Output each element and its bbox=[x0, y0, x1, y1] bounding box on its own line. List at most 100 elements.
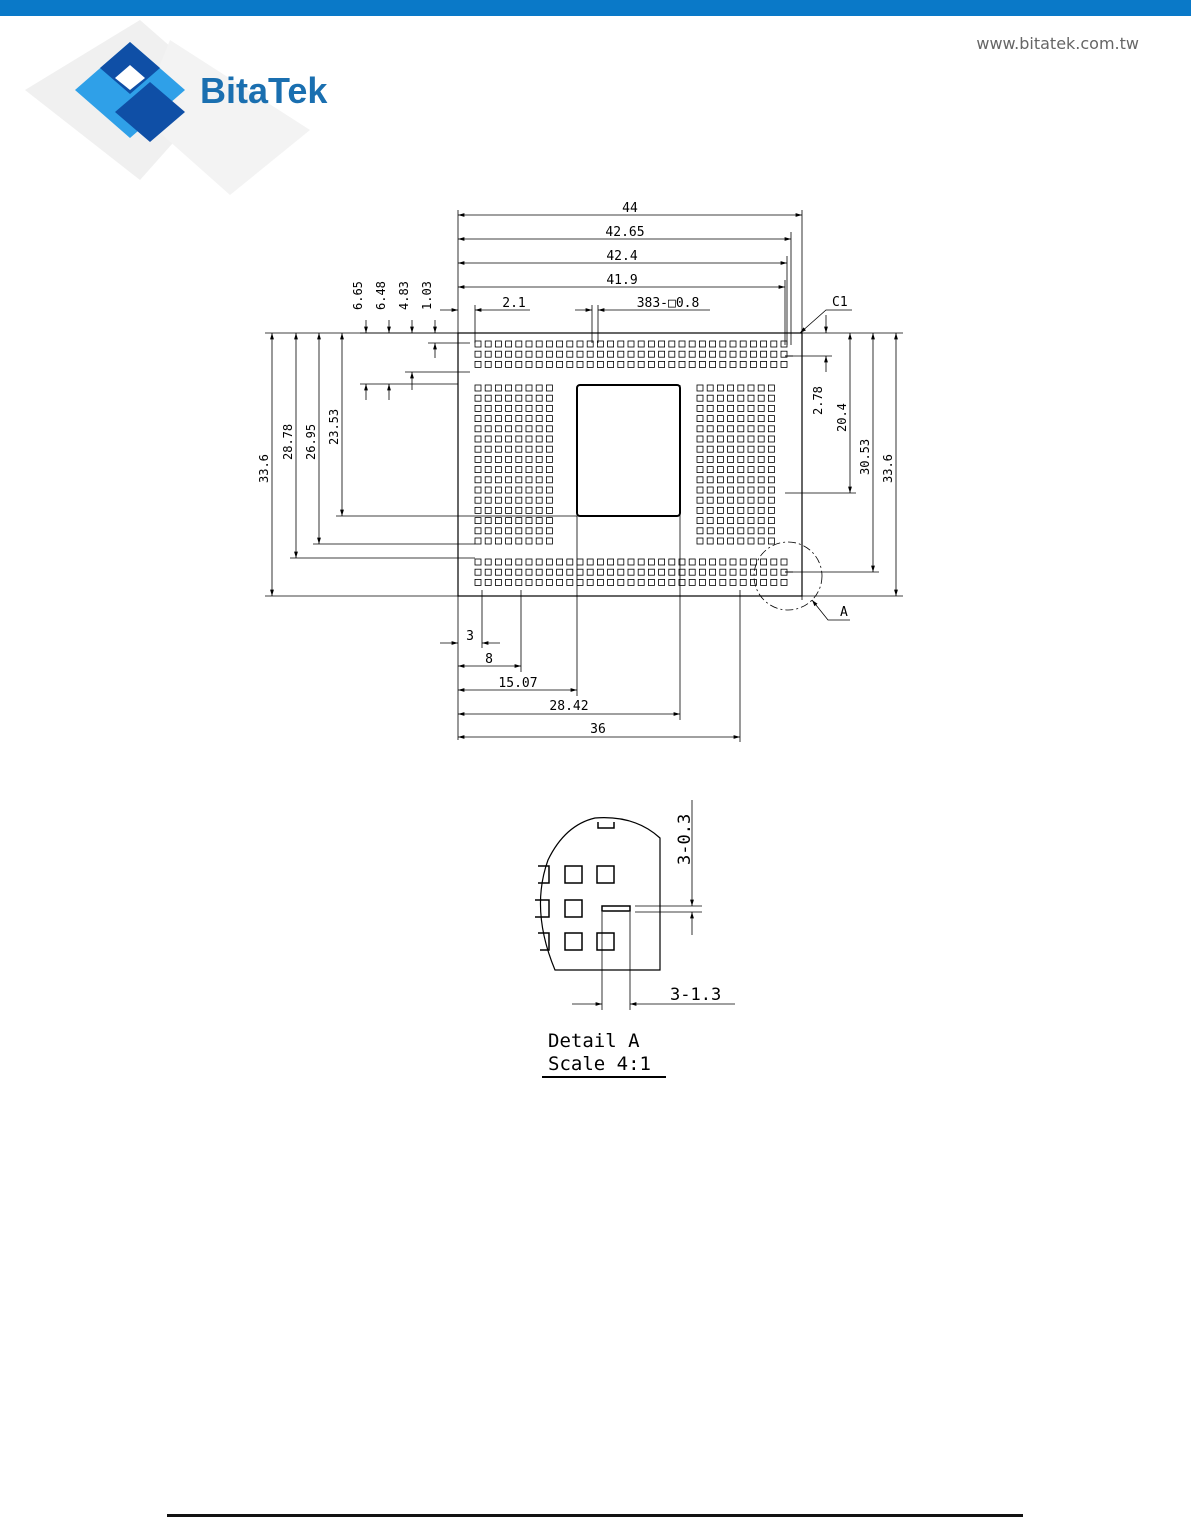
pad bbox=[526, 361, 532, 367]
pad bbox=[475, 351, 481, 357]
pad bbox=[758, 446, 764, 452]
pad bbox=[516, 436, 522, 442]
pad bbox=[485, 446, 491, 452]
pad bbox=[475, 507, 481, 513]
pad bbox=[618, 559, 624, 565]
pad bbox=[546, 446, 552, 452]
pad bbox=[638, 559, 644, 565]
pad bbox=[638, 361, 644, 367]
dim-28-78: 28.78 bbox=[281, 424, 295, 460]
pad bbox=[771, 361, 777, 367]
pad bbox=[738, 405, 744, 411]
pad bbox=[748, 426, 754, 432]
pad bbox=[768, 416, 774, 422]
pad bbox=[758, 497, 764, 503]
pad bbox=[728, 467, 734, 473]
pad bbox=[506, 351, 512, 357]
pad bbox=[659, 579, 665, 585]
pad bbox=[475, 518, 481, 524]
pad bbox=[689, 569, 695, 575]
pad bbox=[526, 569, 532, 575]
pad bbox=[485, 477, 491, 483]
pad bbox=[546, 467, 552, 473]
pad bbox=[748, 518, 754, 524]
pad bbox=[597, 569, 603, 575]
pad bbox=[710, 361, 716, 367]
pad bbox=[768, 405, 774, 411]
pad bbox=[485, 395, 491, 401]
pad bbox=[728, 426, 734, 432]
pad bbox=[717, 538, 723, 544]
pad bbox=[495, 507, 501, 513]
pad bbox=[707, 538, 713, 544]
pad bbox=[485, 436, 491, 442]
pad bbox=[707, 436, 713, 442]
pad bbox=[577, 351, 583, 357]
pad bbox=[495, 361, 501, 367]
pad bbox=[495, 351, 501, 357]
pad bbox=[506, 518, 512, 524]
pad bbox=[475, 385, 481, 391]
dim-23-53: 23.53 bbox=[327, 409, 341, 445]
pad bbox=[748, 385, 754, 391]
detail-scale: Scale 4:1 bbox=[548, 1053, 651, 1075]
pad bbox=[587, 559, 593, 565]
pad bbox=[728, 446, 734, 452]
pad bbox=[475, 436, 481, 442]
pad bbox=[738, 385, 744, 391]
pad bbox=[717, 385, 723, 391]
pad bbox=[707, 477, 713, 483]
pad bbox=[506, 361, 512, 367]
pad bbox=[707, 446, 713, 452]
pad bbox=[659, 351, 665, 357]
dim-6-48: 6.48 bbox=[374, 281, 388, 310]
dim-33-6-right: 33.6 bbox=[881, 454, 895, 483]
pad bbox=[526, 507, 532, 513]
pad bbox=[748, 487, 754, 493]
pad bbox=[750, 351, 756, 357]
pad bbox=[750, 569, 756, 575]
detail-ref-a: A bbox=[840, 605, 848, 620]
pad bbox=[587, 361, 593, 367]
pad bbox=[697, 538, 703, 544]
pad bbox=[536, 518, 542, 524]
pad bbox=[758, 456, 764, 462]
pad bbox=[750, 341, 756, 347]
pad bbox=[771, 569, 777, 575]
pad bbox=[738, 395, 744, 401]
pad bbox=[567, 351, 573, 357]
pad bbox=[577, 569, 583, 575]
pad bbox=[748, 416, 754, 422]
dim-4-83: 4.83 bbox=[397, 281, 411, 310]
pad bbox=[506, 477, 512, 483]
chamfer-label: C1 bbox=[832, 295, 848, 310]
pad bbox=[720, 361, 726, 367]
pad bbox=[728, 497, 734, 503]
pad bbox=[697, 467, 703, 473]
pad bbox=[768, 467, 774, 473]
pad bbox=[597, 351, 603, 357]
pad bbox=[506, 497, 512, 503]
pad bbox=[495, 559, 501, 565]
pad bbox=[577, 361, 583, 367]
pad bbox=[516, 518, 522, 524]
pad bbox=[648, 361, 654, 367]
pad bbox=[648, 579, 654, 585]
pad bbox=[740, 351, 746, 357]
pad bbox=[738, 446, 744, 452]
pad bbox=[707, 528, 713, 534]
pad bbox=[485, 538, 491, 544]
pad bbox=[679, 351, 685, 357]
pad bbox=[516, 446, 522, 452]
pad bbox=[475, 446, 481, 452]
pad bbox=[750, 559, 756, 565]
dim-36: 36 bbox=[590, 722, 606, 737]
pad bbox=[546, 528, 552, 534]
pad bbox=[761, 351, 767, 357]
pad bbox=[758, 385, 764, 391]
pad bbox=[697, 507, 703, 513]
dim-28-42: 28.42 bbox=[549, 699, 588, 714]
pad-spec: 383-□0.8 bbox=[637, 296, 700, 311]
pad bbox=[697, 456, 703, 462]
pad bbox=[567, 341, 573, 347]
